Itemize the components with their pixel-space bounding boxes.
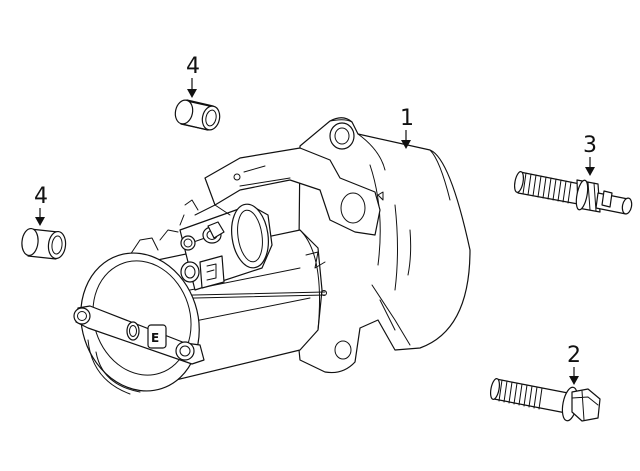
leader-arrow-4-upper [187, 78, 197, 98]
bolt [489, 378, 601, 422]
starter-motor: E [73, 117, 471, 395]
dowel-sleeve-upper [174, 99, 221, 131]
marking-e: E [151, 331, 159, 345]
callout-4-upper: 4 [186, 54, 200, 79]
callout-1: 1 [400, 106, 414, 131]
callout-4-left: 4 [34, 184, 48, 209]
leader-arrow-3 [585, 157, 595, 176]
stud-bolt [513, 171, 633, 215]
leader-arrow-2 [569, 367, 579, 385]
dowel-sleeve-left [21, 227, 67, 260]
leader-arrow-4-left [35, 208, 45, 226]
callout-2: 2 [567, 343, 581, 368]
leader-arrow-1 [401, 130, 411, 149]
callout-3: 3 [583, 133, 597, 158]
